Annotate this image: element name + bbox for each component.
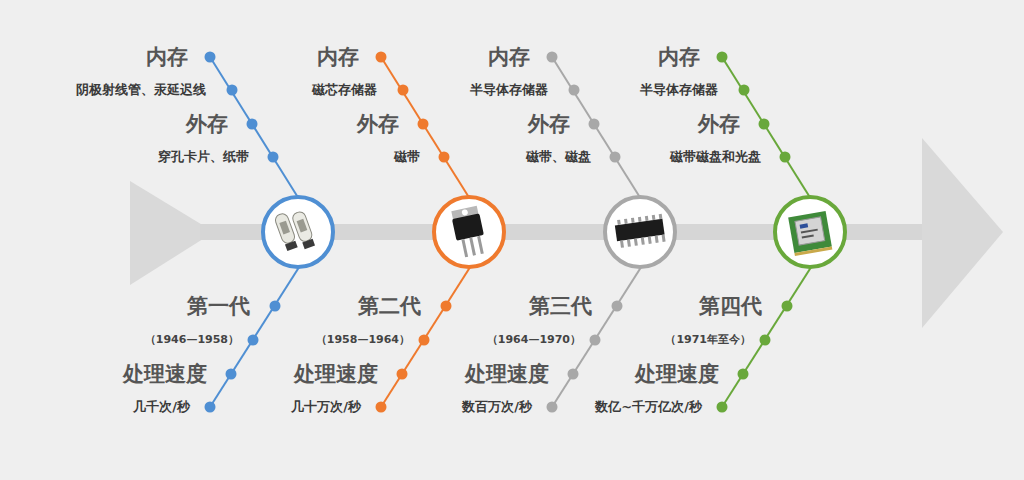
branch-dot <box>547 402 558 413</box>
storage-heading: 外存 <box>357 112 399 136</box>
branch-dot <box>270 301 281 312</box>
branch-dot <box>760 335 771 346</box>
branch-dot <box>398 85 409 96</box>
generation-name: 第一代 <box>187 294 250 318</box>
speed-heading: 处理速度 <box>123 362 207 386</box>
speed-heading: 处理速度 <box>635 362 719 386</box>
year-range: （1964—1970） <box>487 334 581 347</box>
storage-type: 磁带、磁盘 <box>526 150 591 165</box>
branch-dot <box>268 152 279 163</box>
branch-line <box>552 57 651 215</box>
branch-dot <box>569 85 580 96</box>
memory-heading: 内存 <box>658 45 700 69</box>
memory-heading: 内存 <box>317 45 359 69</box>
speed-value: 数亿~千万亿次/秒 <box>595 400 702 415</box>
storage-type: 磁带磁盘和光盘 <box>670 150 761 165</box>
branch-dot <box>717 52 728 63</box>
branch-dot <box>738 369 749 380</box>
branch-dot <box>717 402 728 413</box>
ic-chip-circle <box>605 197 675 267</box>
speed-heading: 处理速度 <box>465 362 549 386</box>
branch-dot <box>439 152 450 163</box>
transistor-circle <box>434 197 504 267</box>
year-range: （1971年至今） <box>665 334 751 347</box>
generation-name: 第四代 <box>699 294 762 318</box>
branch-dot <box>248 335 259 346</box>
branch-dot <box>205 52 216 63</box>
generation-name: 第三代 <box>529 294 592 318</box>
branch-dot <box>612 301 623 312</box>
speed-value: 几千次/秒 <box>133 400 190 415</box>
memory-heading: 内存 <box>146 45 188 69</box>
branch-line <box>722 57 821 215</box>
branch-dot <box>376 402 387 413</box>
memory-type: 半导体存储器 <box>640 83 718 98</box>
branch-dot <box>739 85 750 96</box>
branch-dot <box>226 369 237 380</box>
speed-heading: 处理速度 <box>294 362 378 386</box>
tube-circle <box>263 197 333 267</box>
branch-line <box>381 57 480 215</box>
branch-dot <box>418 119 429 130</box>
memory-type: 磁芯存储器 <box>312 83 377 98</box>
branch-dot <box>547 52 558 63</box>
branch-dot <box>397 369 408 380</box>
branch-dot <box>759 119 770 130</box>
branch-line <box>210 57 309 215</box>
branch-dot <box>568 369 579 380</box>
arrow-head <box>922 138 1003 328</box>
branch-dot <box>782 301 793 312</box>
year-range: （1946—1958） <box>145 334 239 347</box>
branch-dot <box>247 119 258 130</box>
speed-value: 几十万次/秒 <box>291 400 361 415</box>
storage-heading: 外存 <box>698 112 740 136</box>
storage-type: 磁带 <box>394 150 420 165</box>
memory-type: 半导体存储器 <box>470 83 548 98</box>
speed-value: 数百万次/秒 <box>462 400 532 415</box>
branch-dot <box>205 402 216 413</box>
memory-type: 阴极射线管、汞延迟线 <box>76 83 206 98</box>
branch-dot <box>441 301 452 312</box>
cpu-circle <box>775 197 845 267</box>
storage-heading: 外存 <box>186 112 228 136</box>
memory-heading: 内存 <box>488 45 530 69</box>
branch-dot <box>780 152 791 163</box>
storage-heading: 外存 <box>528 112 570 136</box>
storage-type: 穿孔卡片、纸带 <box>158 150 249 165</box>
branch-line <box>722 250 822 407</box>
branch-dot <box>589 119 600 130</box>
branch-dot <box>227 85 238 96</box>
year-range: （1958—1964） <box>316 334 410 347</box>
branch-dot <box>376 52 387 63</box>
branch-dot <box>419 335 430 346</box>
branch-dot <box>610 152 621 163</box>
branch-dot <box>590 335 601 346</box>
generation-name: 第二代 <box>358 294 421 318</box>
